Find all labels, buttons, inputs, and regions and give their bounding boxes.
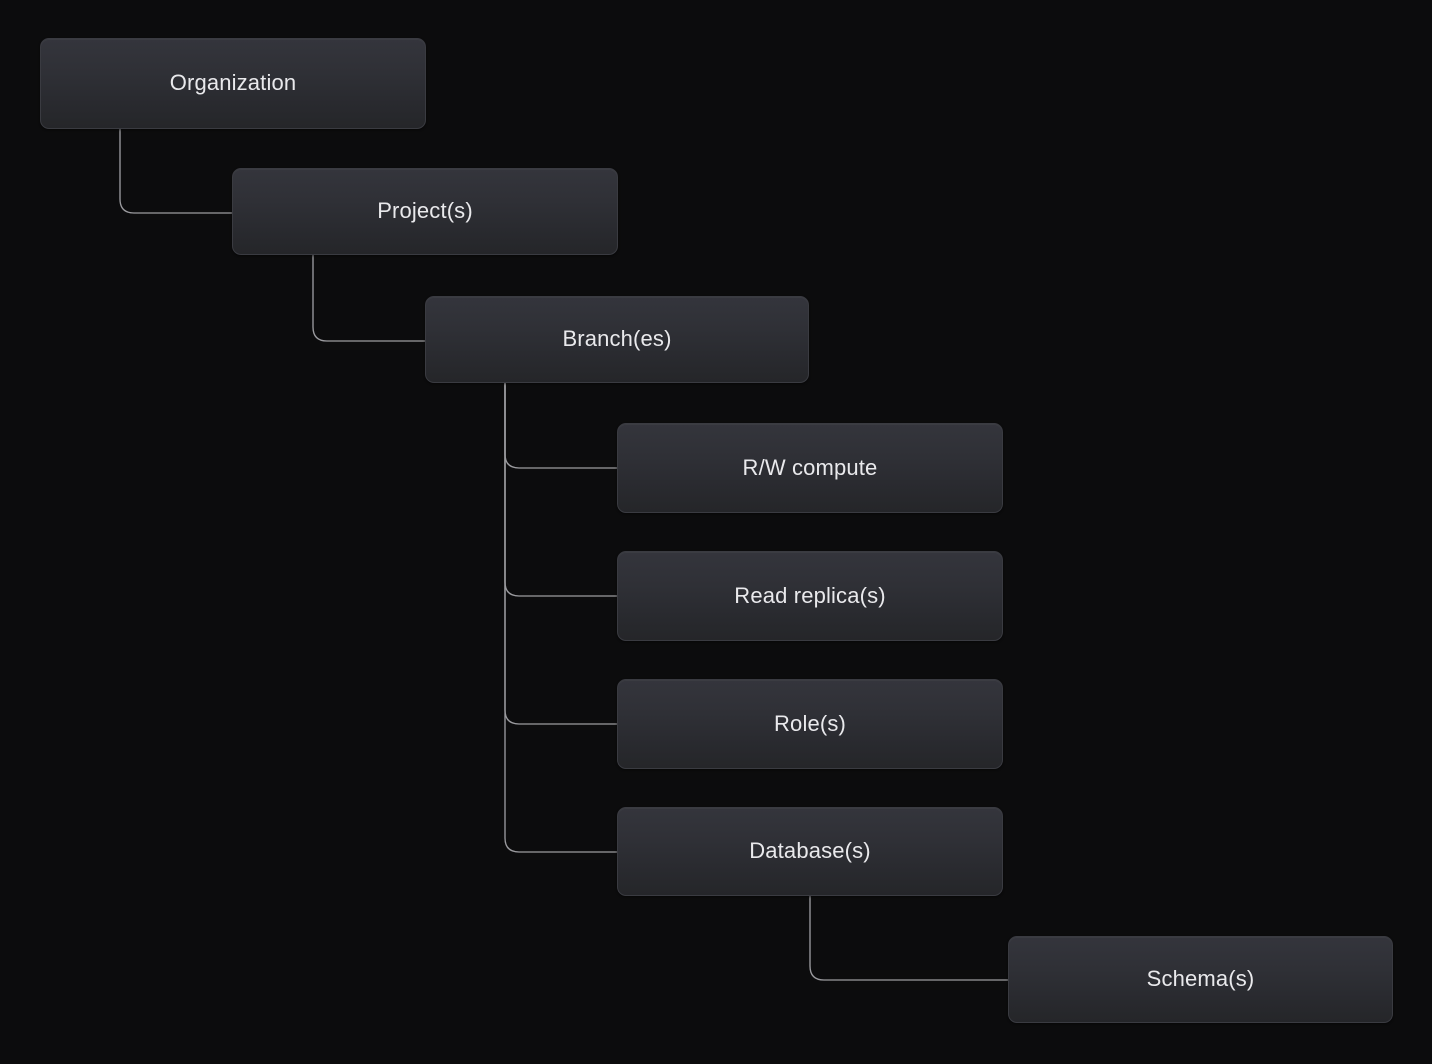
node-organization[interactable]: Organization: [40, 38, 426, 129]
edge-organization-to-project: [119, 128, 233, 214]
node-label-project: Project(s): [377, 198, 473, 224]
edge-database-to-schema: [809, 895, 1009, 981]
edge-branch-to-read-replica: [504, 382, 618, 597]
edge-branch-to-database: [504, 382, 618, 853]
node-branch[interactable]: Branch(es): [425, 296, 809, 383]
node-rw-compute[interactable]: R/W compute: [617, 423, 1003, 513]
node-label-rw-compute: R/W compute: [742, 454, 878, 480]
edge-branch-to-role: [504, 382, 618, 725]
node-role[interactable]: Role(s): [617, 679, 1003, 769]
edge-branch-to-rw-compute: [504, 382, 618, 469]
node-label-organization: Organization: [169, 70, 297, 96]
node-database[interactable]: Database(s): [617, 807, 1003, 896]
edge-project-to-branch: [312, 254, 426, 342]
node-project[interactable]: Project(s): [232, 168, 618, 255]
node-label-database: Database(s): [749, 838, 871, 864]
node-label-read-replica: Read replica(s): [734, 582, 886, 608]
node-label-schema: Schema(s): [1146, 966, 1255, 992]
node-label-role: Role(s): [774, 710, 846, 736]
node-schema[interactable]: Schema(s): [1008, 936, 1393, 1023]
node-read-replica[interactable]: Read replica(s): [617, 551, 1003, 641]
node-label-branch: Branch(es): [562, 326, 672, 352]
